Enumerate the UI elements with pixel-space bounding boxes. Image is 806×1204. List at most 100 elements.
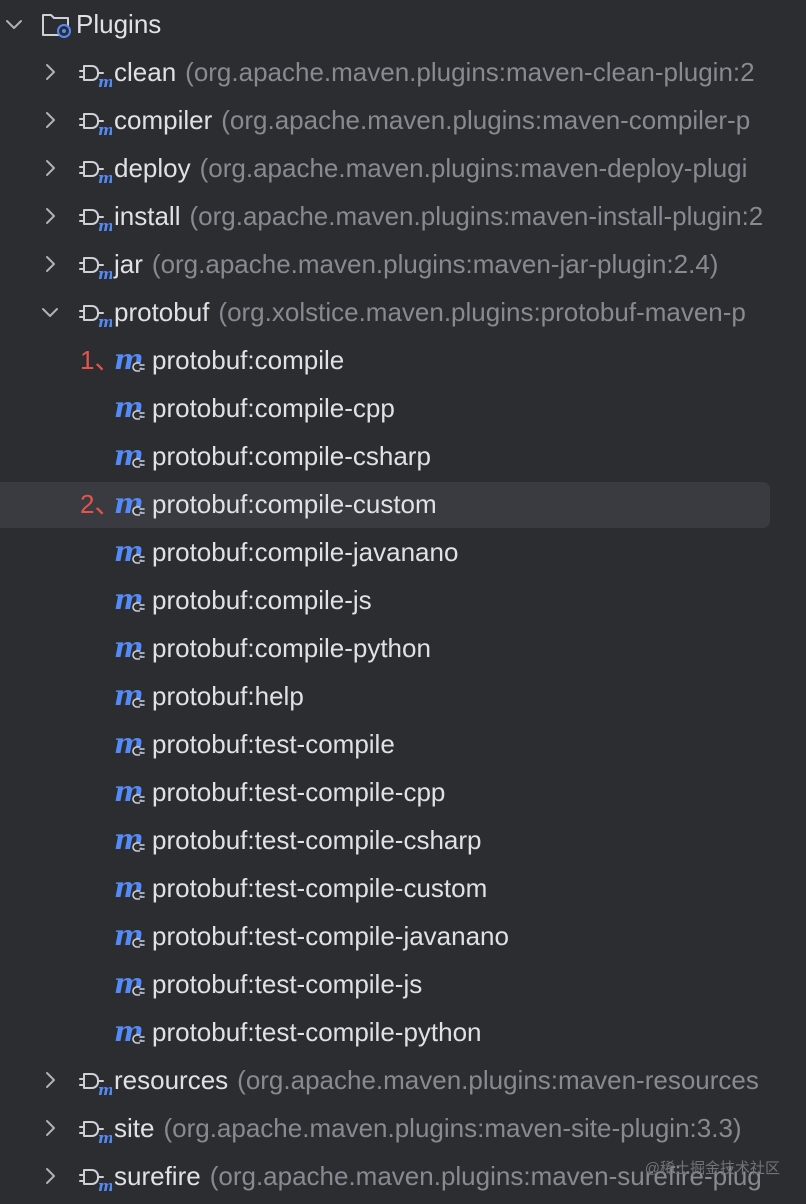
svg-text:m: m <box>98 1129 112 1145</box>
maven-plugin-icon: m <box>76 1161 112 1193</box>
chevron-down-icon[interactable] <box>38 300 62 324</box>
node-label: protobuf:compile-javanano <box>152 537 458 567</box>
folder-settings-icon <box>40 9 76 41</box>
maven-goal-icon: m <box>114 633 150 665</box>
node-name: protobuf:test-compile-cpp <box>152 777 446 807</box>
plugin-coordinate: (org.xolstice.maven.plugins:protobuf-mav… <box>218 297 746 327</box>
maven-plugin-icon: m <box>76 105 112 137</box>
node-name: protobuf:compile-cpp <box>152 393 395 423</box>
maven-goal-icon: m <box>114 1017 150 1049</box>
maven-plugin-icon: m <box>76 153 112 185</box>
plugin-node-surefire[interactable]: msurefire(org.apache.maven.plugins:maven… <box>0 1152 806 1200</box>
plugin-node-protobuf[interactable]: mprotobuf(org.xolstice.maven.plugins:pro… <box>0 288 806 336</box>
node-name: protobuf:test-compile <box>152 729 395 759</box>
maven-goal-icon: m <box>114 441 150 473</box>
node-name: resources <box>114 1065 229 1095</box>
maven-goal-icon: m <box>114 873 150 905</box>
node-name: protobuf:compile-csharp <box>152 441 431 471</box>
node-name: protobuf:help <box>152 681 304 711</box>
plugin-node-compiler[interactable]: mcompiler (org.apache.maven.plugins:maven… <box>0 96 806 144</box>
plugin-node-jar[interactable]: mjar(org.apache.maven.plugins:maven-jar-… <box>0 240 806 288</box>
maven-plugin-icon: m <box>76 297 112 329</box>
node-label: protobuf:compile-cpp <box>152 393 395 423</box>
plugin-coordinate: (org.apache.maven.plugins:maven-site-plu… <box>163 1113 742 1143</box>
svg-text:m: m <box>98 265 112 281</box>
node-name: protobuf:test-compile-javanano <box>152 921 509 951</box>
svg-text:m: m <box>98 313 112 329</box>
chevron-right-icon[interactable] <box>38 1164 62 1188</box>
node-label: protobuf:compile-custom <box>152 489 437 519</box>
maven-plugin-icon: m <box>76 1065 112 1097</box>
node-name: protobuf:test-compile-python <box>152 1017 482 1047</box>
node-label: protobuf:compile-js <box>152 585 372 615</box>
node-label: protobuf:test-compile-cpp <box>152 777 445 807</box>
node-name: Plugins <box>76 9 162 39</box>
plugin-node-clean[interactable]: mclean (org.apache.maven.plugins:maven-cl… <box>0 48 806 96</box>
maven-plugin-icon: m <box>76 57 112 89</box>
chevron-right-icon[interactable] <box>38 252 62 276</box>
plugin-node-install[interactable]: minstall(org.apache.maven.plugins:maven-… <box>0 192 806 240</box>
plugin-node-deploy[interactable]: mdeploy (org.apache.maven.plugins:maven-d… <box>0 144 806 192</box>
node-label: jar(org.apache.maven.plugins:maven-jar-p… <box>114 249 718 279</box>
plugin-node-resources[interactable]: mresources(org.apache.maven.plugins:mave… <box>0 1056 806 1104</box>
chevron-down-icon[interactable] <box>2 12 26 36</box>
svg-text:m: m <box>98 73 112 89</box>
plugin-coordinate: (org.apache.maven.plugins:maven-deploy-p… <box>199 153 748 183</box>
svg-text:m: m <box>98 121 112 137</box>
chevron-right-icon[interactable] <box>38 1116 62 1140</box>
node-label: surefire(org.apache.maven.plugins:maven-… <box>114 1161 762 1191</box>
node-name: deploy <box>114 153 191 183</box>
chevron-right-icon[interactable] <box>38 108 62 132</box>
maven-goal-icon: m <box>114 585 150 617</box>
annotation-marker: 2、 <box>80 489 121 519</box>
plugin-coordinate: (org.apache.maven.plugins:maven-compiler… <box>221 105 751 135</box>
chevron-right-icon[interactable] <box>38 1068 62 1092</box>
maven-plugin-icon: m <box>76 201 112 233</box>
maven-plugin-icon: m <box>76 249 112 281</box>
svg-text:m: m <box>98 217 112 233</box>
plugin-node-site[interactable]: msite (org.apache.maven.plugins:maven-sit… <box>0 1104 806 1152</box>
chevron-right-icon[interactable] <box>38 60 62 84</box>
chevron-right-icon[interactable] <box>38 204 62 228</box>
node-name: protobuf:test-compile-custom <box>152 873 488 903</box>
svg-text:m: m <box>98 1081 112 1097</box>
maven-goal-icon: m <box>114 777 150 809</box>
maven-goal-icon: m <box>114 489 150 521</box>
node-label: protobuf:test-compile-custom <box>152 873 487 903</box>
node-label: protobuf:test-compile-js <box>152 969 422 999</box>
maven-goal-icon: m <box>114 825 150 857</box>
svg-text:m: m <box>98 1177 112 1193</box>
node-label: protobuf:compile-csharp <box>152 441 431 471</box>
node-label: protobuf:test-compile-javanano <box>152 921 509 951</box>
chevron-right-icon[interactable] <box>38 156 62 180</box>
node-label: compiler (org.apache.maven.plugins:maven-… <box>114 105 750 135</box>
node-name: protobuf:compile <box>152 345 345 375</box>
node-name: compiler <box>114 105 213 135</box>
plugin-coordinate: (org.apache.maven.plugins:maven-clean-pl… <box>185 57 755 87</box>
node-label: protobuf:test-compile-python <box>152 1017 482 1047</box>
node-name: site <box>114 1113 155 1143</box>
tree-node-plugins[interactable]: Plugins <box>0 0 806 48</box>
node-name: protobuf:test-compile-js <box>152 969 423 999</box>
node-name: clean <box>114 57 177 87</box>
node-label: site (org.apache.maven.plugins:maven-site… <box>114 1113 742 1143</box>
maven-goal-icon: m <box>114 537 150 569</box>
node-label: protobuf:test-compile-csharp <box>152 825 481 855</box>
node-name: protobuf:compile-python <box>152 633 431 663</box>
